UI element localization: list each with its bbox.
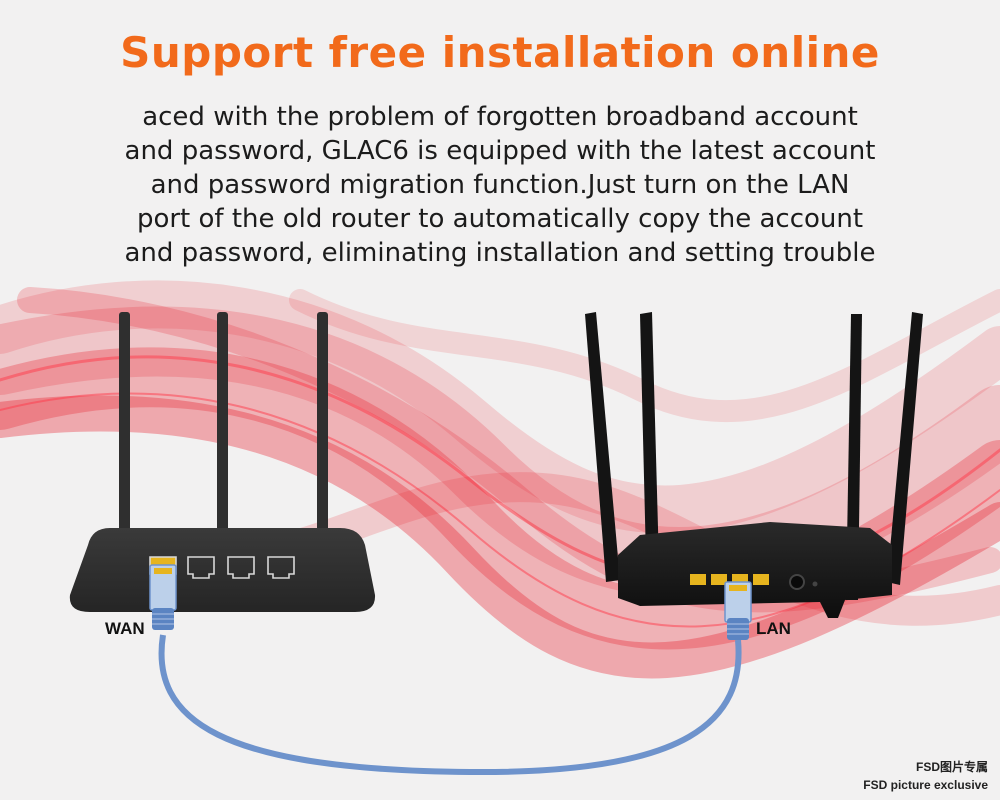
- reset-button: [812, 581, 818, 587]
- new-router-ports: [690, 574, 769, 585]
- description-line: port of the old router to automatically …: [136, 204, 864, 234]
- watermark-line-1: FSD图片专属: [915, 760, 988, 774]
- watermark-line-2: FSD picture exclusive: [863, 778, 988, 792]
- wan-plug: [149, 564, 177, 630]
- new-router: [585, 312, 923, 640]
- description-line: and password, GLAC6 is equipped with the…: [124, 136, 876, 166]
- new-router-antenna-4: [887, 312, 923, 585]
- headline: Support free installation online: [120, 28, 880, 77]
- old-router: [69, 312, 376, 630]
- old-router-antenna-center: [217, 312, 228, 547]
- new-lan-port-3: [753, 574, 769, 585]
- old-router-body: [69, 528, 376, 612]
- lan-port-1: [187, 556, 215, 579]
- wan-label: WAN: [105, 619, 145, 638]
- ethernet-cable: [158, 634, 742, 776]
- description-line: aced with the problem of forgotten broad…: [142, 102, 858, 132]
- description-text: aced with the problem of forgotten broad…: [0, 100, 1000, 270]
- lan-port-3: [267, 556, 295, 579]
- new-router-body: [618, 522, 892, 618]
- old-router-antenna-left: [119, 312, 130, 547]
- new-lan-port-2: [732, 574, 748, 585]
- power-jack: [789, 574, 805, 590]
- description-line: and password, eliminating installation a…: [124, 238, 876, 268]
- new-router-antenna-2: [640, 312, 660, 600]
- description-line: and password migration function.Just tur…: [150, 170, 850, 200]
- new-lan-port-1: [711, 574, 727, 585]
- lan-port-2: [227, 556, 255, 579]
- new-router-antenna-1: [585, 312, 620, 582]
- lan-label: LAN: [756, 619, 791, 638]
- lan-plug: [724, 581, 752, 640]
- new-wan-port: [690, 574, 706, 585]
- old-router-antenna-right: [317, 312, 328, 547]
- watermark: FSD图片专属 FSD picture exclusive: [863, 758, 988, 794]
